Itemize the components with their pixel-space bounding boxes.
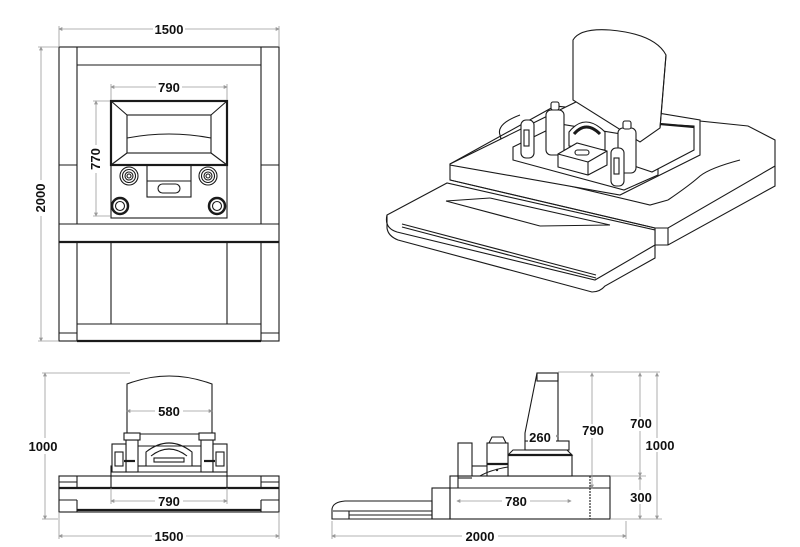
incense-holder xyxy=(157,183,181,194)
iso-offering-box xyxy=(557,142,608,176)
front-height-dimension: 1000 xyxy=(29,439,58,454)
side-base-height-dimension: 300 xyxy=(630,490,652,505)
top-width-dimension: 1500 xyxy=(155,22,184,37)
front-base xyxy=(58,475,280,513)
flower-vase-left xyxy=(119,166,139,186)
iso-lantern-left xyxy=(545,101,565,156)
iso-vase-right xyxy=(610,147,625,187)
iso-vase-left xyxy=(520,119,535,159)
front-lantern-right xyxy=(198,432,216,473)
side-stone-height-dimension: 790 xyxy=(582,423,604,438)
front-overall-width-dimension: 1500 xyxy=(155,529,184,544)
front-incense-arch xyxy=(145,442,193,467)
top-headstone-outline xyxy=(109,99,229,167)
top-depth-dimension: 2000 xyxy=(33,184,48,213)
side-overall-depth-dimension: 2000 xyxy=(466,529,495,544)
iso-headstone xyxy=(572,29,667,143)
top-inner-depth-dimension: 770 xyxy=(88,148,103,170)
isometric-view xyxy=(385,29,776,293)
side-view: 260 790 700 1000 300 780 2000 xyxy=(331,371,677,544)
top-view: 1500 2000 790 770 xyxy=(31,21,280,343)
side-stone-depth-dimension: 260 xyxy=(529,430,551,445)
front-lantern-left xyxy=(123,432,141,473)
side-upper-height-dimension: 700 xyxy=(630,416,652,431)
side-base-depth-dimension: 780 xyxy=(505,494,527,509)
top-inner-width-dimension: 790 xyxy=(158,80,180,95)
lantern-left xyxy=(110,196,130,216)
side-overall-height-dimension: 1000 xyxy=(646,438,675,453)
side-lantern xyxy=(486,436,509,477)
side-vase xyxy=(457,442,487,479)
side-front-step xyxy=(331,500,433,520)
front-vase-left xyxy=(111,443,127,473)
front-base-width-dimension: 790 xyxy=(158,494,180,509)
front-stone-width-dimension: 580 xyxy=(158,404,180,419)
front-vase-right xyxy=(212,443,228,473)
lantern-right xyxy=(207,196,227,216)
front-view: 1000 580 790 1500 xyxy=(24,372,280,544)
flower-vase-right xyxy=(198,166,218,186)
